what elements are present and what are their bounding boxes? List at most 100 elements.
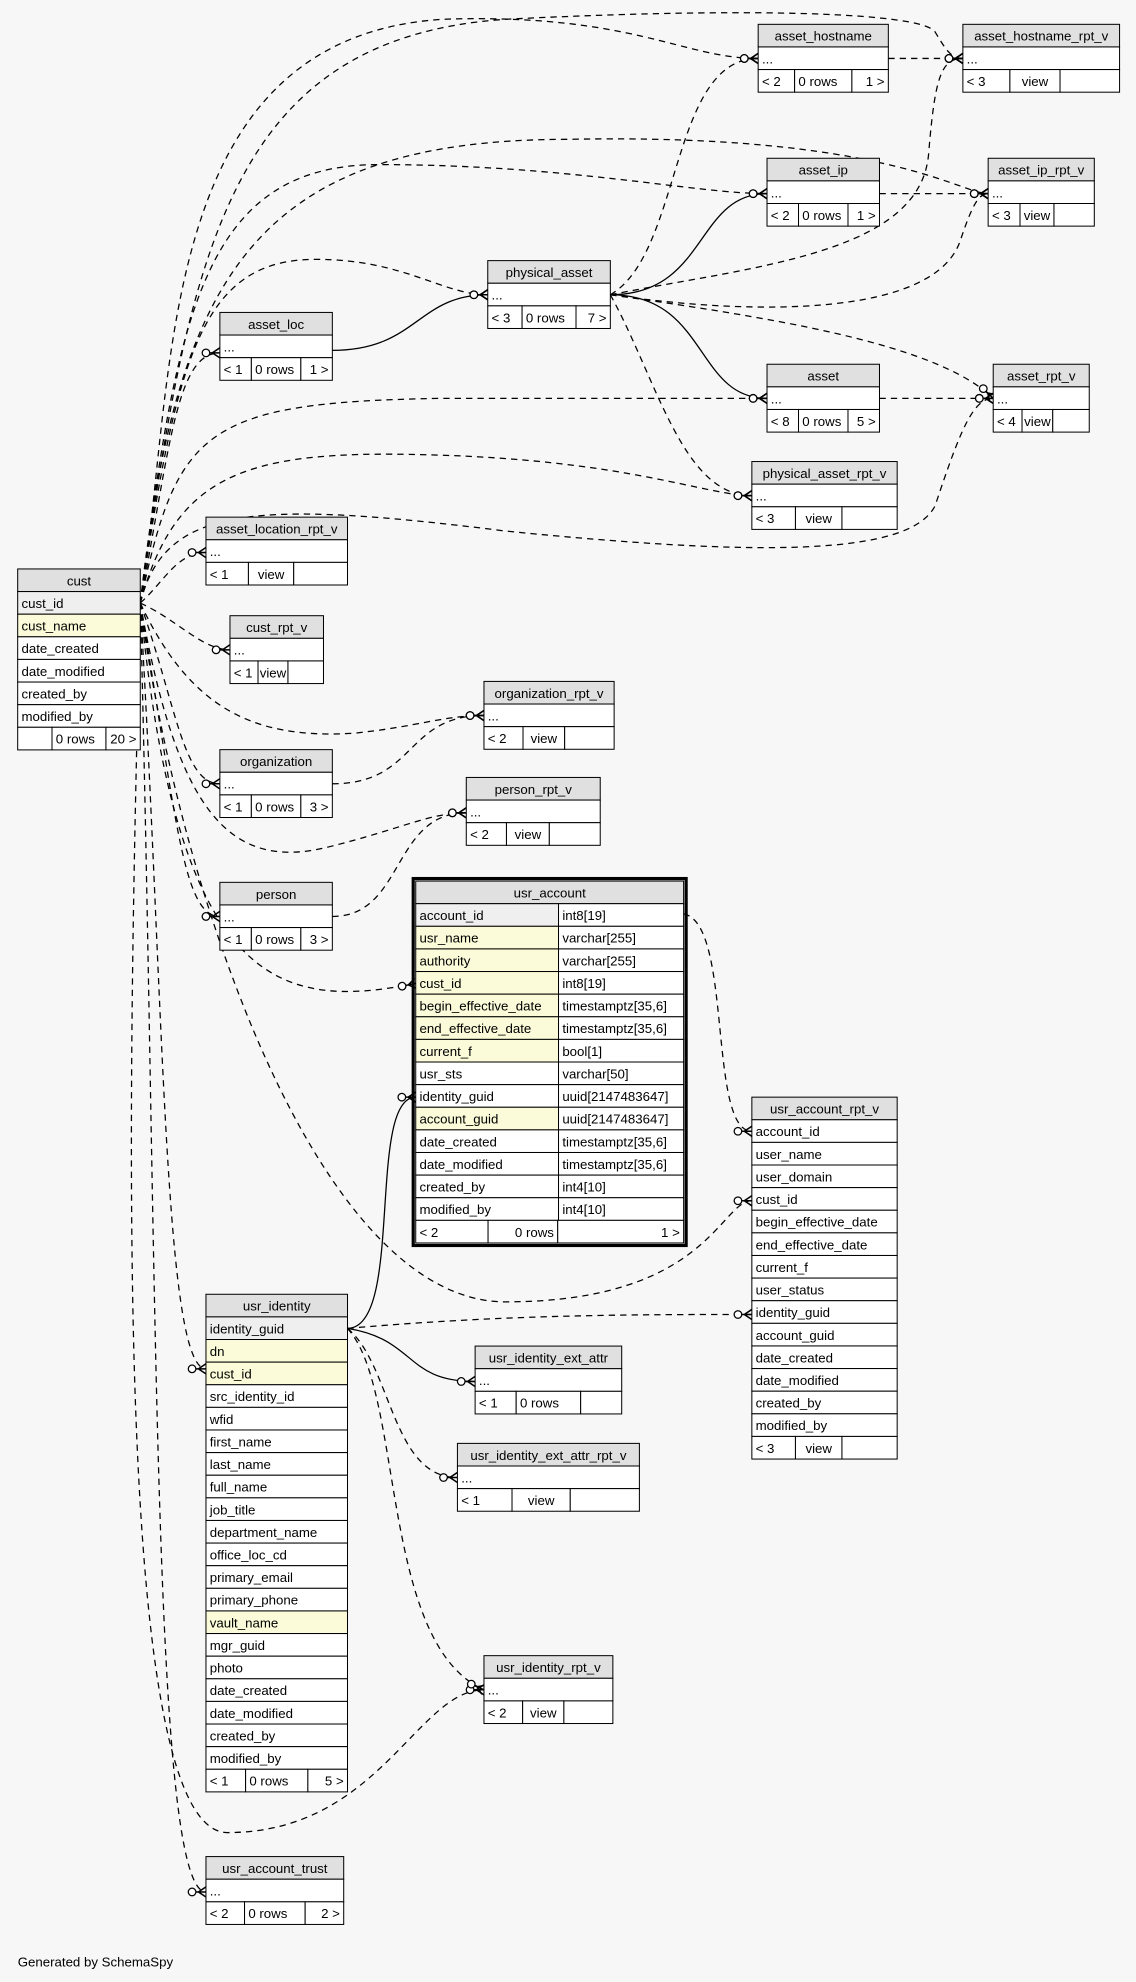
children-link[interactable]: 3 > — [310, 799, 329, 814]
table-cust[interactable]: custcust_idcust_namedate_createddate_mod… — [17, 568, 141, 751]
table-usr-account-rpt-v[interactable]: usr_account_rpt_vaccount_iduser_nameuser… — [751, 1096, 898, 1460]
parents-link[interactable]: < 2 — [762, 74, 781, 89]
column-name: usr_name — [420, 931, 479, 946]
relationship-edge — [347, 1327, 487, 1695]
relationship-edge — [610, 294, 997, 403]
column-name: modified_by — [21, 709, 93, 724]
children-link[interactable]: 3 > — [310, 932, 329, 947]
parents-link[interactable]: < 3 — [756, 511, 775, 526]
column-cell — [483, 703, 615, 728]
parents-link[interactable]: < 2 — [488, 731, 507, 746]
column-name: cust_id — [210, 1367, 252, 1382]
parents-link[interactable]: < 1 — [234, 665, 253, 680]
parents-link[interactable]: < 2 — [470, 827, 489, 842]
column-type: varchar[50] — [562, 1066, 628, 1081]
row-count: 0 rows — [249, 1774, 288, 1789]
parents-link[interactable]: < 8 — [771, 414, 790, 429]
parents-link[interactable]: < 1 — [479, 1396, 498, 1411]
column-name: modified_by — [756, 1418, 828, 1433]
relationship-edge — [683, 913, 753, 1137]
children-link[interactable]: 1 > — [310, 362, 329, 377]
column-name: identity_guid — [756, 1305, 830, 1320]
relationship-edge — [139, 603, 418, 993]
column-name: user_name — [756, 1147, 822, 1162]
row-count: view — [805, 1441, 832, 1456]
table-usr-identity[interactable]: usr_identityidentity_guiddncust_idsrc_id… — [205, 1293, 349, 1793]
parents-link[interactable]: < 4 — [997, 414, 1016, 429]
column-name: date_created — [21, 641, 98, 656]
parents-link[interactable]: < 3 — [967, 74, 986, 89]
parents-link[interactable]: < 2 — [210, 1906, 229, 1921]
parents-link[interactable]: < 2 — [771, 208, 790, 223]
column-type: int4[10] — [562, 1202, 605, 1217]
column-name: office_loc_cd — [210, 1548, 287, 1563]
column-type: int4[10] — [562, 1180, 605, 1195]
children-link[interactable]: 1 > — [661, 1225, 680, 1240]
column-cell — [456, 1465, 640, 1490]
column-name: ... — [771, 391, 782, 406]
children-link[interactable]: 2 > — [321, 1906, 340, 1921]
table-name: asset_location_rpt_v — [216, 522, 338, 537]
column-name: date_created — [756, 1350, 833, 1365]
row-count: 0 rows — [255, 932, 294, 947]
relationship-edge — [609, 294, 753, 502]
relationship-edge — [139, 163, 768, 604]
parents-link[interactable]: < 1 — [224, 362, 243, 377]
column-name: ... — [470, 804, 481, 819]
parents-link[interactable]: < 3 — [756, 1441, 775, 1456]
children-link[interactable]: 5 > — [857, 414, 876, 429]
relationship-edge — [139, 602, 485, 735]
parents-link[interactable]: < 1 — [210, 567, 229, 582]
column-name: photo — [210, 1661, 243, 1676]
relationship-edge — [139, 602, 753, 1303]
children-link[interactable]: 1 > — [866, 74, 885, 89]
parents-link[interactable]: < 2 — [488, 1705, 507, 1720]
column-name: created_by — [756, 1396, 822, 1411]
column-name: usr_sts — [420, 1066, 463, 1081]
children-link[interactable]: 1 > — [857, 208, 876, 223]
relationship-edge — [139, 392, 768, 604]
children-link[interactable]: 7 > — [588, 310, 607, 325]
table-name: physical_asset — [506, 265, 593, 280]
column-cell — [219, 771, 333, 796]
parents-link[interactable]: < 1 — [461, 1493, 480, 1508]
parents-link[interactable]: < 1 — [224, 932, 243, 947]
row-count: 0 rows — [520, 1396, 559, 1411]
table-name: usr_identity — [243, 1299, 311, 1314]
parents-link[interactable]: < 2 — [420, 1225, 439, 1240]
parents-link[interactable]: < 1 — [210, 1774, 229, 1789]
children-link[interactable]: 5 > — [325, 1774, 344, 1789]
parents-link[interactable]: < 3 — [492, 310, 511, 325]
relationship-edge — [139, 602, 221, 790]
column-name: account_id — [420, 908, 484, 923]
column-name: ... — [992, 185, 1003, 200]
column-name: user_status — [756, 1283, 825, 1298]
parents-link[interactable]: < 1 — [224, 799, 243, 814]
relationship-edge — [139, 602, 221, 923]
children-link[interactable]: 20 > — [110, 732, 136, 747]
table-name: usr_account — [514, 885, 587, 900]
column-name: wfid — [209, 1412, 234, 1427]
parents-link[interactable]: < 3 — [992, 208, 1011, 223]
row-count: view — [515, 827, 542, 842]
